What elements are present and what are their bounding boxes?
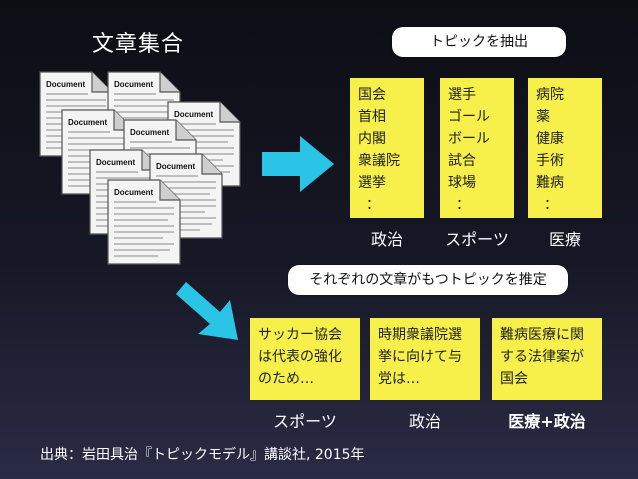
topic-word: ： [366, 197, 380, 213]
document-box: 難病医療に関 する法律案が 国会 [492, 318, 602, 400]
document-box: 時期衆議院選 挙に向けて与 党は… [370, 318, 480, 400]
document-line: 国会 [500, 371, 528, 387]
topic-word: 衆議院 [358, 153, 400, 169]
topic-word: 健康 [536, 131, 564, 147]
infer-topics-pill: それぞれの文章がもつトピックを推定 [288, 265, 568, 295]
document-icon-label: Document [68, 118, 107, 127]
topic-box: 国会 首相 内閣 衆議院 選挙 ： [350, 78, 424, 218]
document-icon-label: Document [130, 128, 169, 137]
collection-title: 文章集合 [92, 32, 185, 57]
document-icon-label: Document [156, 162, 195, 171]
document-icon-label: Document [114, 188, 153, 197]
document-topic-label: スポーツ [273, 412, 337, 431]
document-icon-label: Document [174, 110, 213, 119]
extract-topics-pill: トピックを抽出 [392, 27, 566, 57]
document-icon: Document [107, 179, 182, 266]
topic-label: 政治 [370, 230, 403, 249]
topic-word: 薬 [536, 109, 550, 125]
arrow-down-right-icon [176, 282, 238, 340]
document-box: サッカー協会 は代表の強化 のため… [250, 318, 360, 400]
topic-word: 難病 [536, 175, 564, 191]
topic-box: 選手 ゴール ボール 試合 球場 ： [440, 78, 514, 218]
topic-word: ボール [448, 131, 490, 147]
document-line: のため… [258, 371, 314, 387]
topic-word: 選手 [448, 87, 476, 103]
topic-label: スポーツ [445, 230, 509, 249]
document-icon: Document [149, 153, 224, 240]
topic-word: ： [456, 197, 470, 213]
topic-box: 病院 薬 健康 手術 難病 ： [528, 78, 602, 218]
topic-word: 試合 [448, 153, 476, 169]
topic-word: 手術 [536, 153, 564, 169]
topic-word: 国会 [358, 87, 386, 103]
topic-word: ： [544, 197, 558, 213]
document-icon: Document [61, 109, 136, 196]
document-topic-label: 医療+政治 [508, 412, 586, 431]
source-citation: 出典：岩田具治『トピックモデル』講談社, 2015年 [40, 447, 365, 463]
topic-word: 球場 [448, 175, 476, 191]
document-icon: Document [89, 149, 164, 236]
document-line: する法律案が [500, 349, 584, 365]
document-icon: Document [167, 101, 242, 188]
document-icon: Document [107, 71, 182, 158]
document-line: 挙に向けて与 [378, 349, 462, 365]
document-line: サッカー協会 [258, 327, 342, 343]
arrow-right-icon [262, 136, 334, 192]
document-topic-label: 政治 [408, 412, 441, 431]
topic-word: 選挙 [358, 175, 386, 191]
topic-label: 医療 [548, 230, 581, 249]
document-line: 党は… [378, 371, 420, 387]
document-icon: Document [39, 71, 114, 158]
document-line: 難病医療に関 [500, 327, 584, 343]
document-icon-label: Document [96, 158, 135, 167]
document-line: は代表の強化 [258, 349, 342, 365]
document-icon: Document [123, 119, 198, 206]
topic-word: 内閣 [358, 131, 386, 147]
document-line: 時期衆議院選 [378, 327, 462, 343]
topic-word: ゴール [448, 109, 490, 125]
topic-word: 病院 [536, 87, 564, 103]
topic-word: 首相 [358, 109, 386, 125]
document-icon-label: Document [46, 80, 85, 89]
document-icon-label: Document [114, 80, 153, 89]
